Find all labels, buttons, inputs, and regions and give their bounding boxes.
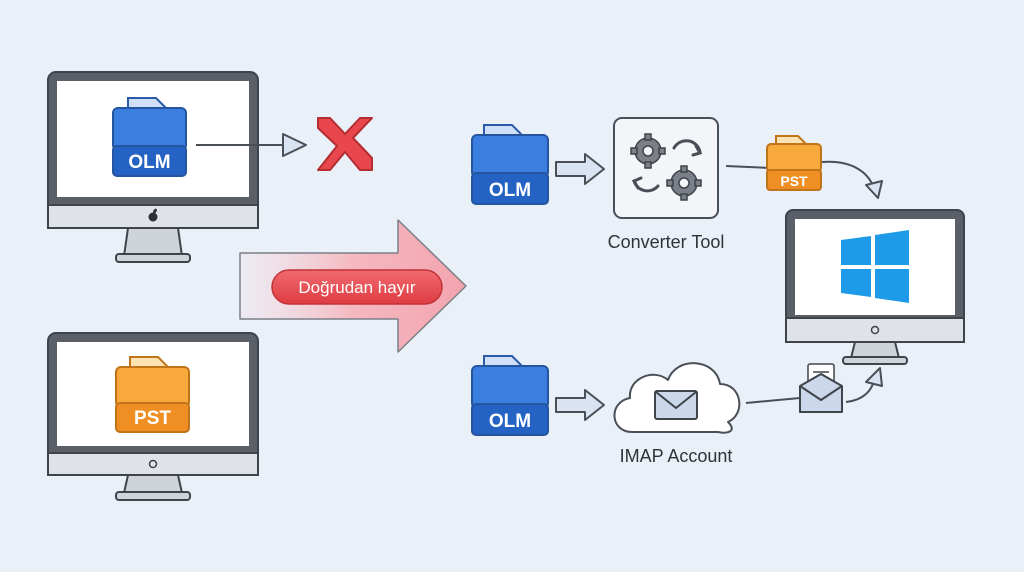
top-source-label: OLM [489,180,531,201]
arrow-olm-to-tool [555,153,605,185]
converter-tool-label: Converter Tool [608,232,725,252]
apple-logo-icon [148,208,158,222]
windows-monitor [785,209,965,365]
mac-file-label: OLM [128,152,170,173]
curved-arrow-up-to-windows [845,367,883,403]
olm-file-icon: OLM [112,97,187,177]
top-olm-file-icon: OLM [471,124,549,205]
arrow-olm-to-imap [555,389,605,421]
cloud-icon [613,362,741,434]
red-x-icon [317,117,373,171]
output-pst-label: PST [780,173,808,189]
bottom-source-label: OLM [489,411,531,432]
output-pst-file-icon: PST [766,135,822,191]
not-directly-label: Doğrudan hayır [298,278,416,297]
windows-logo-icon [841,230,909,303]
open-mail-icon [799,363,843,413]
envelope-icon [654,390,698,420]
pst-monitor: PST [47,332,259,501]
refresh-arrows-icon [631,139,703,193]
legacy-file-label: PST [134,408,171,429]
curved-arrow-to-windows [821,160,883,199]
mac-monitor: OLM [47,71,259,263]
arrow-to-blocked [196,133,307,157]
gears-icon [630,133,702,201]
imap-account-label: IMAP Account [620,446,733,466]
not-directly-badge: Doğrudan hayır [271,269,443,305]
bottom-olm-file-icon: OLM [471,355,549,436]
arrow-imap-to-mail [745,397,801,404]
arrow-tool-to-pst [725,165,771,169]
pst-file-icon: PST [115,356,190,433]
converter-tool-box [613,117,719,219]
